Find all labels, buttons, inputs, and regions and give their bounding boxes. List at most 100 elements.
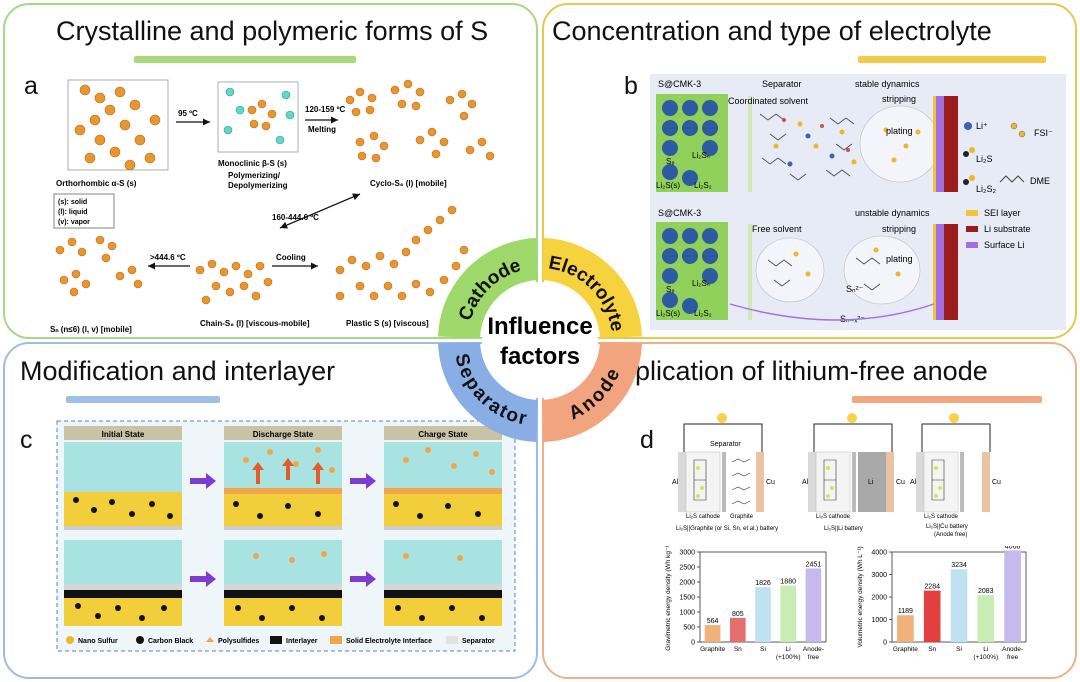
cu-label-3: Cu [992, 479, 1001, 486]
panel-b-letter: b [624, 72, 638, 100]
bulb-icon [847, 413, 857, 423]
bar [923, 590, 941, 642]
y-tick-label: 0 [691, 640, 695, 647]
x-tick-label: Anode- [803, 646, 824, 653]
bar-value-label: 1880 [780, 579, 796, 586]
x-tick-label: Li [786, 646, 791, 653]
y-tick-label: 2000 [871, 595, 887, 602]
temp-95: 95 ºC [178, 109, 198, 118]
bar-value-label: 2284 [924, 584, 940, 591]
quadrant-cathode-wedge [438, 238, 538, 338]
stable-dynamics: stable dynamics [855, 79, 920, 89]
state-headers: Initial State Discharge State Charge Sta… [64, 426, 502, 440]
chain-label: Chain-S₈ (l) [viscous-mobile] [200, 319, 310, 328]
panel-c-letter: c [20, 426, 33, 454]
y-tick-label: 2500 [679, 565, 695, 572]
li-label: Li [868, 479, 874, 486]
depolymerizing-label: Depolymerizing [228, 181, 288, 190]
battery-configurations: Separator Al Cu Li₂S cathode Graphite Li… [672, 413, 1001, 538]
bar [950, 569, 968, 642]
bar-value-label: 2083 [978, 588, 994, 595]
y-tick-label: 2000 [679, 580, 695, 587]
legend-dme: DME [1030, 176, 1050, 186]
graphite-label: Graphite [730, 514, 754, 520]
cyclo-s8-structure [345, 79, 495, 163]
temp-444: >444.6 ºC [150, 253, 186, 262]
panel-c-underline [66, 396, 220, 403]
x-tick-label: (+100%) [776, 654, 801, 661]
cu-label-2: Cu [896, 479, 905, 486]
hub-title-line1: Influence [487, 313, 592, 340]
temp-120: 120-159 ºC [305, 105, 346, 114]
x-tick-label: Graphite [700, 646, 725, 653]
panel-d-letter: d [640, 426, 654, 454]
cooling-label: Cooling [276, 253, 306, 262]
y-tick-label: 4000 [871, 550, 887, 557]
monoclinic-structure [217, 81, 299, 153]
panel-c-title: Modification and interlayer [20, 356, 336, 386]
x-tick-label: Sn [734, 646, 742, 653]
bar-value-label: 2451 [806, 561, 822, 568]
plastic-s-structure [335, 205, 469, 301]
bar-value-label: 3234 [951, 562, 967, 569]
bar-value-label: 1189 [898, 608, 913, 615]
stripping-top: stripping [882, 94, 916, 104]
caption-cu-battery: Li₂S||Cu battery [926, 524, 968, 530]
separator-label: Separator [710, 441, 741, 448]
legend-carbon-black: Carbon Black [148, 638, 193, 645]
bulb-icon [717, 413, 727, 423]
panel-c-legend: Nano Sulfur Carbon Black Polysulfides In… [66, 636, 495, 645]
panel-a-title: Crystalline and polymeric forms of S [56, 16, 489, 46]
electrolyte-diagram: S@CMK-3 S₈ Li₂Sₙ Li₂S(s) Li₂S₂ Separator… [650, 74, 1066, 330]
hub-title-line2: factors [500, 343, 580, 370]
bar-value-label: 4068 [1005, 546, 1021, 550]
y-axis-label: Volumetric energy density (Wh L⁻¹) [857, 546, 864, 647]
bar-value-label: 1826 [755, 580, 771, 587]
bar-value-label: 805 [732, 611, 744, 618]
free-solvent: Free solvent [752, 224, 802, 234]
legend-nano-sulfur: Nano Sulfur [78, 638, 118, 645]
li2s2-top: Li₂S₂ [694, 181, 712, 190]
y-axis-label: Gravimetric energy density (Wh kg⁻¹) [665, 546, 672, 651]
bar [704, 625, 721, 642]
chain-s8-structure [195, 259, 273, 305]
quadrant-separator-wedge [438, 342, 538, 442]
li2s-cathode-3: Li₂S cathode [924, 514, 959, 520]
caption-li-battery: Li₂S||Li battery [824, 526, 863, 532]
panel-b-title: Concentration and type of electrolyte [552, 16, 992, 46]
mono-label: Monoclinic β-S (s) [218, 159, 287, 168]
li2s-s-bottom: Li₂S(s) [656, 309, 680, 318]
panel-d-underline [852, 396, 1042, 403]
al-label-3: Al [910, 479, 917, 486]
x-tick-label: Li [983, 646, 988, 653]
panel-electrolyte [542, 3, 1077, 339]
li2s2-bottom: Li₂S₂ [694, 309, 712, 318]
plastic-label: Plastic S (s) [viscous] [346, 319, 429, 328]
top-row [64, 442, 502, 530]
li2s-cathode-1: Li₂S cathode [686, 514, 721, 520]
ortho-label: Orthorhombic α-S (s) [56, 179, 137, 188]
legend-li2s: Li₂S [976, 154, 993, 164]
bar [977, 595, 995, 642]
discharge-state-label: Discharge State [253, 430, 314, 439]
panel-cathode [3, 3, 538, 339]
panel-d-title: Application of lithium-free anode [602, 356, 988, 386]
plating-top: plating [886, 126, 913, 136]
caption-anode-free: (Anode free) [934, 532, 967, 538]
coord-solvent: Coordinated solvent [728, 96, 809, 106]
stripping-bottom: stripping [882, 224, 916, 234]
legend-polysulfides: Polysulfides [218, 638, 259, 645]
panel-anode [542, 342, 1077, 679]
melting-label: Melting [308, 125, 336, 134]
legend-fsi: FSI⁻ [1034, 128, 1053, 138]
x-tick-label: Graphite [893, 646, 918, 653]
interlayer-diagram: Initial State Discharge State Charge Sta… [56, 420, 516, 652]
bar-value-label: 564 [707, 618, 719, 625]
x-tick-label: Si [760, 646, 766, 653]
x-tick-label: Si [956, 646, 962, 653]
panel-separator [3, 342, 538, 679]
legend-li-plus: Li⁺ [976, 121, 988, 131]
li2sn-bottom: Li₂Sₙ [692, 279, 710, 288]
li2sn-top: Li₂Sₙ [692, 151, 710, 160]
sei-swatch [966, 210, 978, 216]
